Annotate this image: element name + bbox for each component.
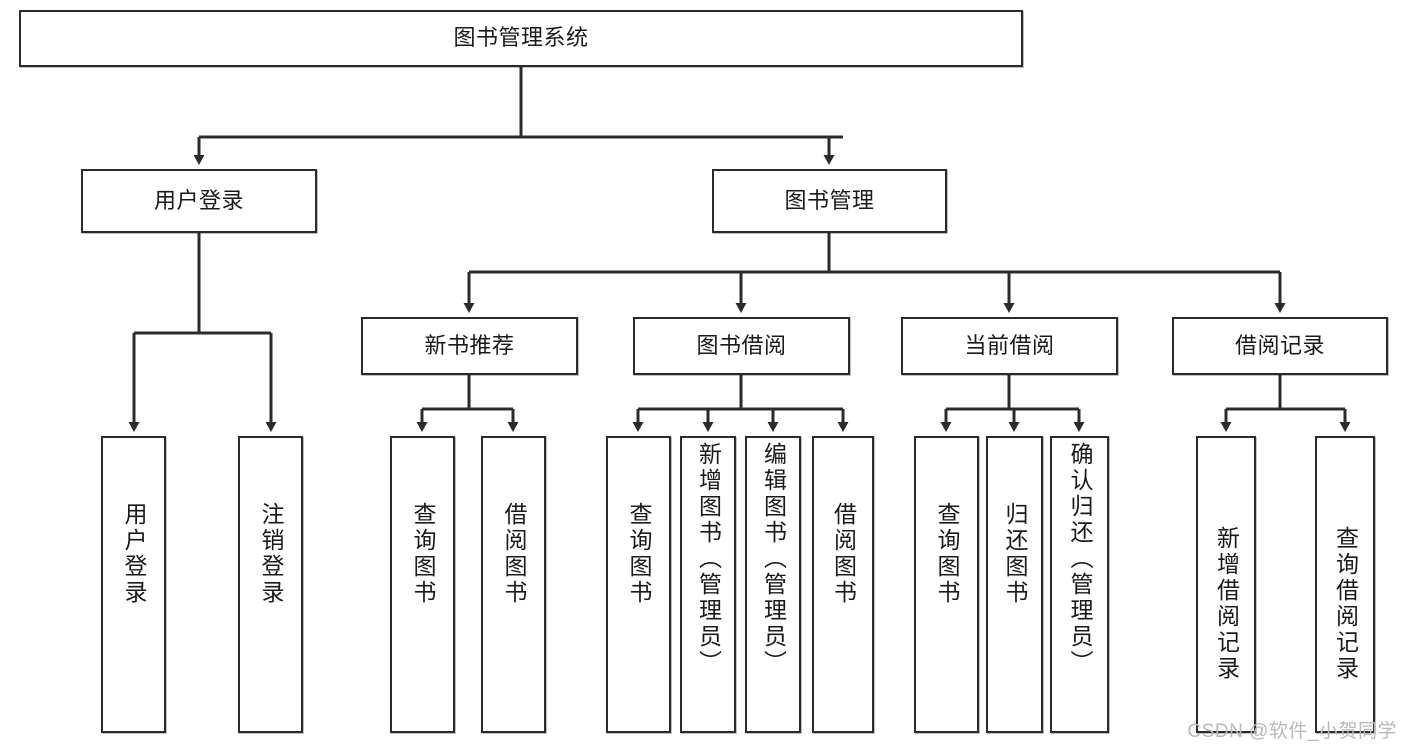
node-leaf-user-login-label: 用户登录 bbox=[121, 502, 147, 606]
node-leaf-add-book-label: 新增图书（管理员） bbox=[695, 442, 722, 676]
node-new-book-rec-label: 新书推荐 bbox=[424, 332, 515, 358]
watermark-text: CSDN @软件_小贺同学 bbox=[1187, 721, 1397, 742]
node-book-borrow[interactable]: 图书借阅 bbox=[633, 317, 850, 375]
node-new-book-rec[interactable]: 新书推荐 bbox=[361, 317, 578, 375]
node-current-borrow[interactable]: 当前借阅 bbox=[901, 317, 1118, 375]
node-leaf-query-book-bor-label: 查询图书 bbox=[626, 502, 652, 606]
node-leaf-add-book[interactable]: 新增图书（管理员） bbox=[680, 436, 736, 733]
node-leaf-query-record-label: 查询借阅记录 bbox=[1332, 526, 1359, 682]
node-leaf-query-book-cur[interactable]: 查询图书 bbox=[914, 436, 979, 733]
node-leaf-borrow-book-rec-label: 借阅图书 bbox=[501, 502, 527, 606]
node-borrow-record-label: 借阅记录 bbox=[1234, 332, 1325, 358]
node-leaf-logout-label: 注销登录 bbox=[258, 502, 284, 606]
node-leaf-query-record[interactable]: 查询借阅记录 bbox=[1315, 436, 1375, 733]
node-leaf-query-book-rec[interactable]: 查询图书 bbox=[390, 436, 455, 733]
node-leaf-return-book[interactable]: 归还图书 bbox=[986, 436, 1043, 733]
node-leaf-add-record-label: 新增借阅记录 bbox=[1213, 526, 1240, 682]
node-leaf-edit-book[interactable]: 编辑图书（管理员） bbox=[745, 436, 801, 733]
node-leaf-borrow-book-bor[interactable]: 借阅图书 bbox=[812, 436, 874, 733]
node-user-login[interactable]: 用户登录 bbox=[81, 169, 317, 233]
node-leaf-user-login[interactable]: 用户登录 bbox=[101, 436, 166, 733]
node-leaf-add-record[interactable]: 新增借阅记录 bbox=[1196, 436, 1256, 733]
node-book-borrow-label: 图书借阅 bbox=[696, 332, 787, 358]
node-leaf-logout[interactable]: 注销登录 bbox=[238, 436, 303, 733]
node-leaf-borrow-book-bor-label: 借阅图书 bbox=[830, 502, 857, 606]
node-book-manage-label: 图书管理 bbox=[784, 187, 875, 213]
node-leaf-return-book-label: 归还图书 bbox=[1002, 502, 1028, 606]
node-leaf-query-book-cur-label: 查询图书 bbox=[934, 502, 960, 606]
node-leaf-confirm-return-label: 确认归还（管理员） bbox=[1067, 442, 1093, 676]
node-borrow-record[interactable]: 借阅记录 bbox=[1172, 317, 1388, 375]
node-root[interactable]: 图书管理系统 bbox=[19, 10, 1023, 67]
node-leaf-confirm-return[interactable]: 确认归还（管理员） bbox=[1050, 436, 1109, 733]
node-root-label: 图书管理系统 bbox=[453, 25, 589, 51]
node-leaf-borrow-book-rec[interactable]: 借阅图书 bbox=[481, 436, 546, 733]
node-leaf-query-book-rec-label: 查询图书 bbox=[410, 502, 436, 606]
node-book-manage[interactable]: 图书管理 bbox=[712, 169, 947, 233]
node-leaf-query-book-bor[interactable]: 查询图书 bbox=[606, 436, 671, 733]
node-current-borrow-label: 当前借阅 bbox=[964, 332, 1055, 358]
node-leaf-edit-book-label: 编辑图书（管理员） bbox=[760, 442, 787, 676]
node-user-login-label: 用户登录 bbox=[153, 187, 244, 213]
